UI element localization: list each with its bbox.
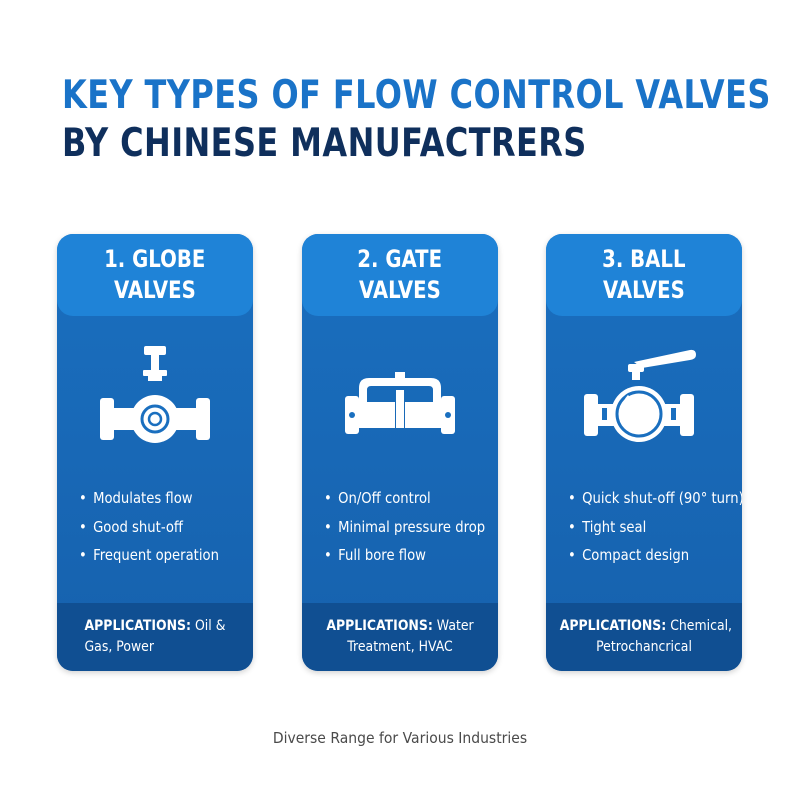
bullet-icon: • (79, 517, 87, 536)
bullet-icon: • (324, 489, 332, 507)
card-header: 3. BALL VALVES (546, 234, 742, 316)
card-title-line-1: 1. GLOBE (104, 245, 206, 273)
ball-valve-icon (546, 346, 742, 456)
card-header: 2. GATE VALVES (302, 234, 498, 316)
applications-line-1: APPLICATIONS: Water (326, 618, 474, 634)
feature-item: •Good shut-off (79, 513, 237, 542)
bullet-icon: • (568, 517, 576, 536)
bullet-icon: • (568, 546, 576, 564)
feature-item: •Minimal pressure drop (324, 513, 485, 542)
bullet-icon: • (79, 546, 87, 564)
card-header: 1. GLOBE VALVES (57, 234, 253, 316)
feature-list: •Quick shut-off (90° turn) •Tight seal •… (568, 484, 742, 570)
applications-footer: APPLICATIONS: Oil & Gas, Power (57, 603, 253, 671)
bullet-icon: • (79, 489, 87, 507)
bullet-icon: • (324, 546, 332, 564)
card-title-line-1: 2. GATE (357, 245, 443, 273)
applications-line-1: APPLICATIONS: Oil & (84, 618, 226, 634)
applications-line-1: APPLICATIONS: Chemical, (559, 618, 733, 634)
feature-item: •Tight seal (568, 513, 726, 542)
card-title-line-2: VALVES (603, 276, 685, 304)
applications-line-2: Petrochancrical (596, 639, 692, 655)
feature-list: •Modulates flow •Good shut-off •Frequent… (79, 484, 253, 570)
card-ball-valves: 3. BALL VALVES •Quick s (546, 234, 742, 671)
bullet-icon: • (324, 517, 332, 536)
feature-item: •Compact design (568, 541, 726, 570)
feature-item: •Frequent operation (79, 541, 237, 570)
title-line-1: KEY TYPES OF FLOW CONTROL VALVES (62, 73, 771, 118)
card-title-line-1: 3. BALL (602, 245, 686, 273)
feature-list: •On/Off control •Minimal pressure drop •… (324, 484, 498, 570)
applications-line-2: Gas, Power (84, 639, 154, 655)
card-gate-valves: 2. GATE VALVES •On/Off control •Min (302, 234, 498, 671)
card-title-line-2: VALVES (359, 276, 441, 304)
feature-item: •Quick shut-off (90° turn) (568, 484, 742, 513)
applications-line-2: Treatment, HVAC (347, 639, 453, 655)
applications-footer: APPLICATIONS: Chemical, Petrochancrical (546, 603, 742, 671)
page-title: KEY TYPES OF FLOW CONTROL VALVES BY CHIN… (62, 72, 771, 168)
feature-item: •On/Off control (324, 484, 482, 513)
globe-valve-icon (57, 346, 253, 456)
card-globe-valves: 1. GLOBE VALVES •Modulates flo (57, 234, 253, 671)
card-title-line-2: VALVES (114, 276, 196, 304)
feature-item: •Modulates flow (79, 484, 237, 513)
applications-footer: APPLICATIONS: Water Treatment, HVAC (302, 603, 498, 671)
bullet-icon: • (568, 489, 576, 507)
gate-valve-icon (302, 346, 498, 456)
title-line-2: BY CHINESE MANUFACTRERS (62, 121, 587, 166)
footer-caption: Diverse Range for Various Industries (272, 729, 528, 747)
feature-item: •Full bore flow (324, 541, 482, 570)
